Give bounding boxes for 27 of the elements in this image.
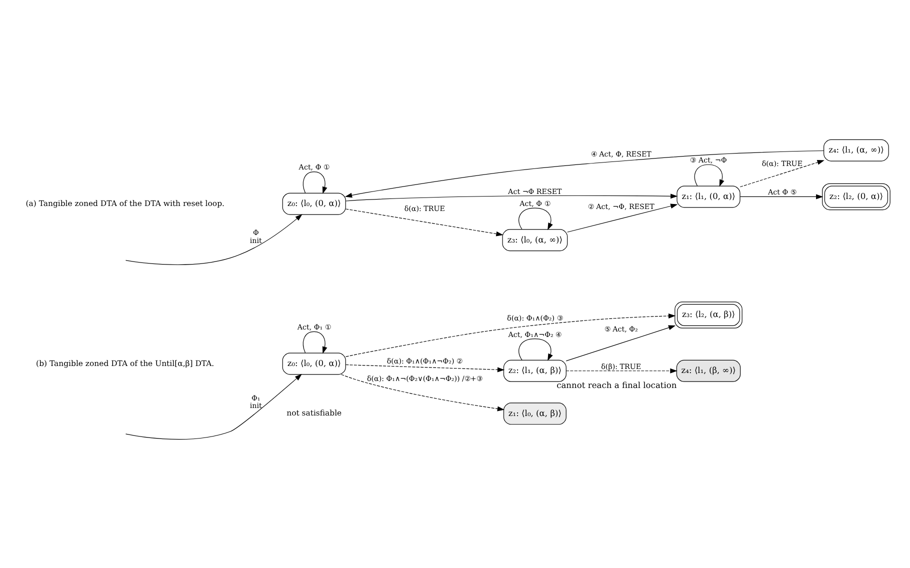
node-box: z₁: ⟨l₁, (0, α)⟩ <box>676 186 740 208</box>
arrow <box>518 338 553 361</box>
node-box: z₄: ⟨l₁, (β, ∞)⟩ <box>676 360 741 382</box>
node-label: cannot reach a final location <box>556 380 677 390</box>
arrow <box>344 150 824 198</box>
arrow <box>566 325 676 362</box>
arrow <box>125 214 302 265</box>
node-box: z₁: ⟨l₀, (α, β)⟩ <box>503 402 566 425</box>
arrow <box>302 171 328 194</box>
arrow <box>340 374 505 412</box>
arrow <box>740 160 824 188</box>
arrow <box>518 208 553 230</box>
arrow <box>302 331 328 354</box>
arrow <box>346 313 676 357</box>
node-box: z₀: ⟨l₀, (0, α)⟩ <box>282 352 346 375</box>
node-box: z₂: ⟨l₁, (α, β)⟩ <box>503 360 566 382</box>
node-box: z₀: ⟨l₀, (0, α)⟩ <box>282 192 346 215</box>
arrow <box>567 204 678 232</box>
node-box: z₄: ⟨l₁, (α, ∞)⟩ <box>824 139 889 162</box>
arrow <box>566 368 678 374</box>
arrow <box>345 208 504 236</box>
arrow <box>346 194 678 202</box>
arrow <box>740 194 824 200</box>
arrow <box>125 374 302 440</box>
node-box: z₃: ⟨l₀, (α, ∞)⟩ <box>502 229 568 252</box>
arrow <box>345 364 505 372</box>
arrow <box>694 164 724 187</box>
